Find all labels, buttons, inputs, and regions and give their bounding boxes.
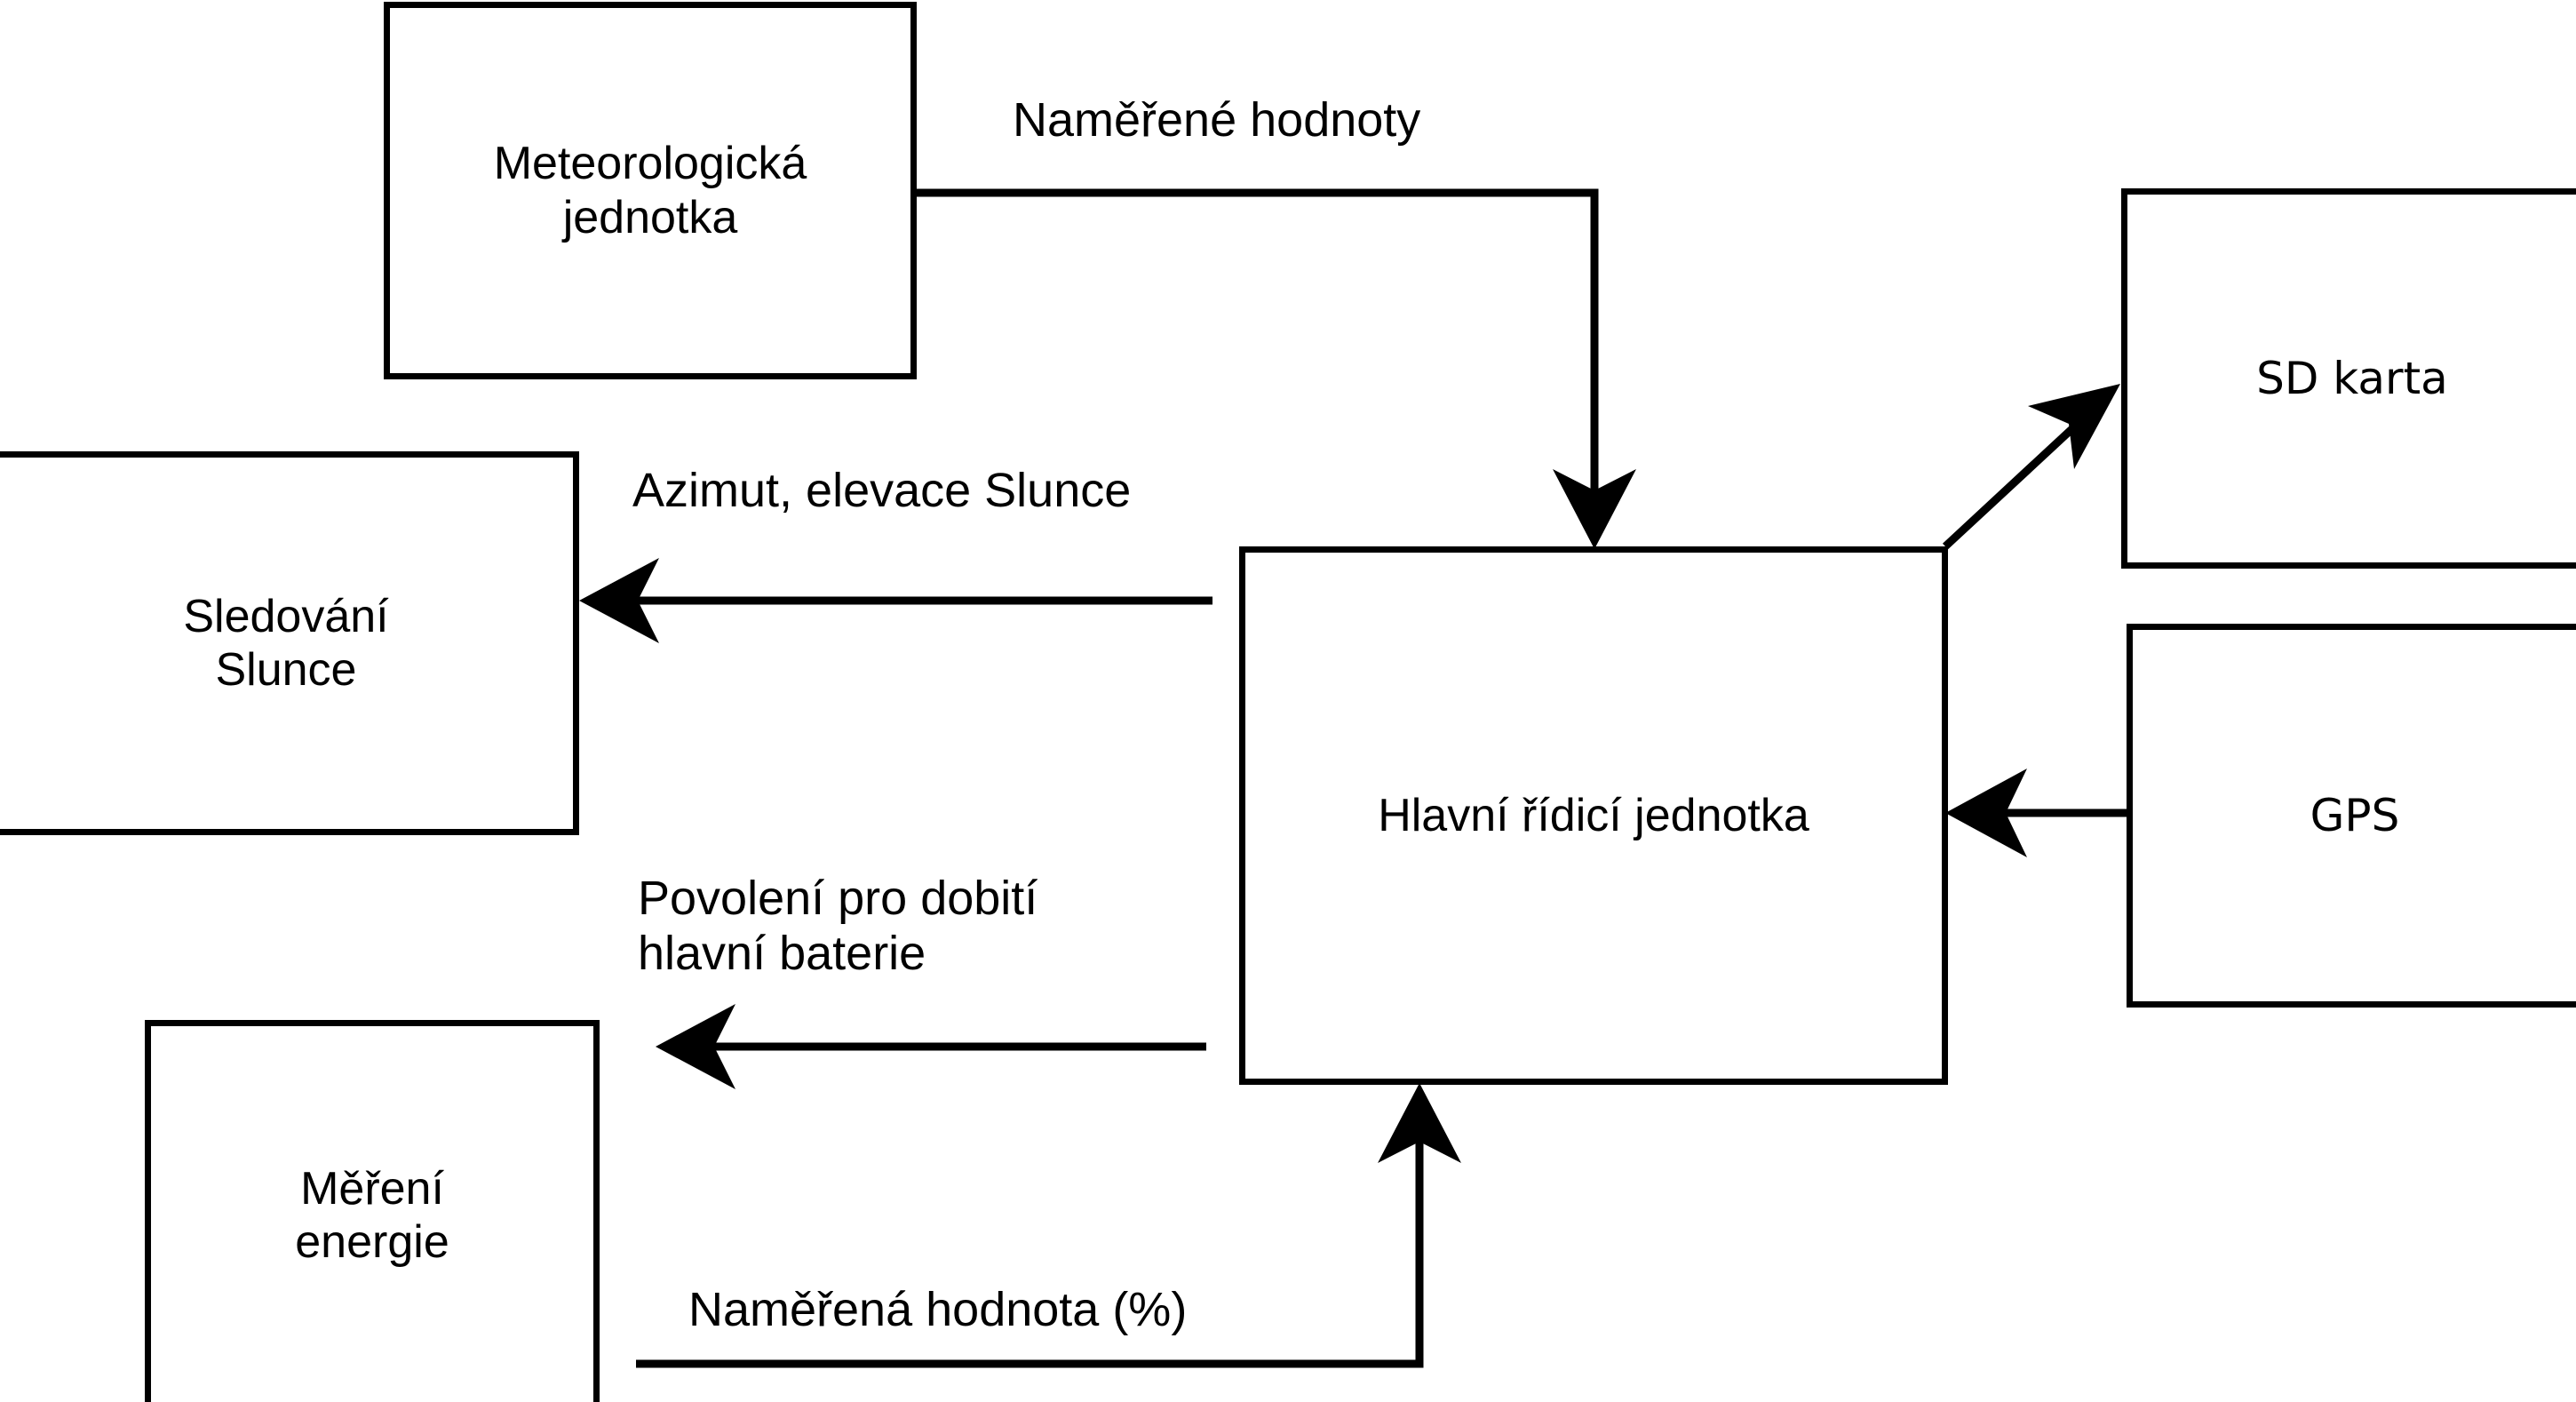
edge-label-povoleni-dobiti: Povolení pro dobití hlavní baterie (638, 872, 1038, 981)
node-label-tracking: Sledování Slunce (183, 590, 389, 696)
connector-meteo-to-main (915, 188, 1636, 549)
node-sledovani-slunce[interactable]: Sledování Slunce (0, 451, 579, 835)
node-label-meteo: Meteorologická jednotka (493, 138, 807, 243)
connector-main-to-sdcard (1942, 384, 2120, 550)
node-meteorologicka-jednotka[interactable]: Meteorologická jednotka (384, 2, 917, 379)
edge-label-namerene-hodnoty: Naměřené hodnoty (1013, 93, 1421, 147)
edge-label-azimut-elevace: Azimut, elevace Slunce (632, 464, 1132, 517)
node-hlavni-ridici-jednotka[interactable]: Hlavní řídicí jednotka (1239, 546, 1948, 1085)
node-sd-karta[interactable]: SD karta (2121, 188, 2576, 569)
connector-main-to-tracking (579, 558, 1212, 643)
connector-main-to-energy (656, 1004, 1206, 1089)
connector-energy-to-main (636, 1083, 1461, 1368)
node-label-gps: GPS (2310, 790, 2400, 841)
node-label-main: Hlavní řídicí jednotka (1378, 789, 1809, 841)
node-gps[interactable]: GPS (2127, 624, 2576, 1008)
node-label-energy: Měření energie (295, 1162, 449, 1268)
node-label-sdcard: SD karta (2256, 353, 2448, 404)
edge-label-namerena-hodnota-procenta: Naměřená hodnota (%) (688, 1283, 1188, 1336)
connector-gps-to-main (1945, 769, 2127, 857)
node-mereni-energie[interactable]: Měření energie (145, 1020, 600, 1402)
